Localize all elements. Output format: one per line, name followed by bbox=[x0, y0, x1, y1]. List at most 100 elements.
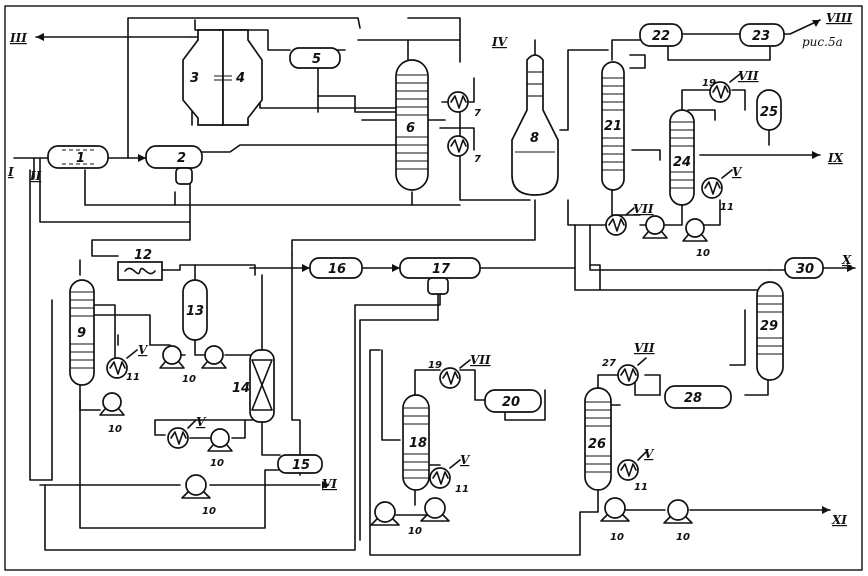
svg-text:10: 10 bbox=[696, 248, 710, 259]
unit-18-label: 18 bbox=[409, 436, 427, 451]
unit-2-label: 2 bbox=[177, 151, 186, 166]
svg-text:10: 10 bbox=[108, 424, 122, 435]
stream-ix-label: IX bbox=[827, 151, 844, 165]
unit-6-column: 6 bbox=[395, 59, 429, 191]
unit-17-label: 17 bbox=[432, 262, 451, 277]
unit-20-label: 20 bbox=[502, 395, 520, 410]
unit-9-column: 9 bbox=[69, 279, 95, 386]
figure-caption: рис.5а bbox=[802, 35, 843, 49]
unit-7-exchangers: 7 7 bbox=[447, 91, 481, 165]
unit-20-vessel: 20 bbox=[484, 389, 542, 413]
unit-23-vessel: 23 bbox=[739, 23, 785, 47]
stream-v-label-d: V bbox=[644, 447, 655, 461]
unit-3-4-reactors: 3 4 bbox=[182, 29, 263, 126]
stream-vii-label-b: VII bbox=[738, 69, 759, 83]
stream-v-label-e: V bbox=[196, 415, 207, 429]
unit-11c-label: 11 bbox=[720, 202, 734, 213]
stream-viii-label: VIII bbox=[826, 11, 853, 25]
unit-13-vessel: 13 bbox=[182, 279, 208, 341]
stream-ii-label: II bbox=[29, 169, 42, 183]
unit-27-label: 27 bbox=[602, 358, 616, 369]
unit-19-condenser-b: VII 19 bbox=[702, 69, 759, 103]
heat-exchanger-near-14: V bbox=[167, 415, 207, 449]
unit-14-packed-reactor: 14 bbox=[232, 349, 275, 423]
stream-iii-label: III bbox=[9, 31, 27, 45]
unit-5-vessel: 5 bbox=[289, 47, 341, 69]
stream-vii-label-a: VII bbox=[470, 353, 491, 367]
unit-29-label: 29 bbox=[760, 319, 778, 334]
unit-26-column: 26 bbox=[584, 387, 612, 491]
unit-11-reboiler-b: V 11 bbox=[429, 453, 471, 495]
stream-vii-label-d: VII bbox=[634, 341, 655, 355]
unit-4-label: 4 bbox=[235, 71, 245, 86]
svg-text:10: 10 bbox=[408, 526, 422, 537]
unit-2-vessel: 2 bbox=[145, 145, 203, 185]
unit-11a-label: 11 bbox=[126, 372, 140, 383]
unit-11b-label: 11 bbox=[455, 484, 469, 495]
unit-24-column: 24 bbox=[669, 109, 695, 206]
unit-26-label: 26 bbox=[588, 437, 606, 452]
pump-10-g: 10 bbox=[408, 497, 450, 537]
unit-15-label: 15 bbox=[292, 458, 310, 473]
unit-25-vessel: 25 bbox=[756, 89, 782, 146]
unit-25-label: 25 bbox=[760, 105, 778, 120]
unit-11d-label: 11 bbox=[634, 482, 648, 493]
unit-21-column: 21 bbox=[601, 61, 625, 191]
stream-v-label-c: V bbox=[732, 165, 743, 179]
unit-30-label: 30 bbox=[796, 262, 814, 277]
unit-16-label: 16 bbox=[328, 262, 346, 277]
svg-text:10: 10 bbox=[610, 532, 624, 543]
svg-text:10: 10 bbox=[202, 506, 216, 517]
unit-12-air-cooler: 12 bbox=[117, 248, 163, 281]
svg-text:10: 10 bbox=[676, 532, 690, 543]
unit-12-label: 12 bbox=[134, 248, 152, 263]
unit-21-label: 21 bbox=[604, 119, 622, 134]
unit-18-column: 18 bbox=[402, 394, 430, 491]
pump-10-i: 10 bbox=[682, 218, 710, 259]
stream-xi-label: XI bbox=[831, 513, 847, 527]
unit-22-label: 22 bbox=[652, 29, 670, 44]
stream-iv-label: IV bbox=[491, 35, 509, 49]
unit-5-label: 5 bbox=[312, 52, 321, 67]
pump-10-d: 10 bbox=[207, 428, 233, 469]
unit-7b-label: 7 bbox=[474, 154, 481, 165]
unit-17-vessel: 17 bbox=[399, 257, 481, 295]
pumps: 10 10 10 10 10 10 10 10 bbox=[99, 215, 710, 543]
unit-1-separator: 1 bbox=[47, 145, 109, 169]
unit-27-condenser: VII 27 bbox=[602, 341, 655, 386]
pump-10-f bbox=[370, 501, 400, 526]
unit-11-reboiler-a: V 11 bbox=[106, 343, 149, 383]
unit-19a-label: 19 bbox=[428, 360, 442, 371]
svg-text:10: 10 bbox=[210, 458, 224, 469]
pump-10-k: 10 bbox=[663, 499, 693, 543]
unit-22-vessel: 22 bbox=[639, 23, 683, 47]
unit-13-label: 13 bbox=[186, 304, 204, 319]
unit-11-reboiler-c: V 11 bbox=[701, 165, 743, 213]
unit-28-label: 28 bbox=[684, 391, 702, 406]
unit-15-vessel: 15 bbox=[277, 454, 323, 474]
stream-vi-label: VI bbox=[322, 477, 337, 491]
unit-29-column: 29 bbox=[756, 281, 784, 381]
unit-19b-label: 19 bbox=[702, 78, 716, 89]
pump-10-h bbox=[642, 215, 668, 239]
pump-10-j: 10 bbox=[600, 497, 630, 543]
unit-3-label: 3 bbox=[190, 71, 199, 86]
unit-9-label: 9 bbox=[77, 326, 86, 341]
unit-14-label: 14 bbox=[232, 381, 250, 396]
unit-28-vessel: 28 bbox=[664, 385, 732, 409]
pump-10-c: 10 bbox=[99, 392, 125, 435]
unit-23-label: 23 bbox=[752, 29, 770, 44]
unit-11-reboiler-d: V 11 bbox=[617, 447, 655, 493]
flow-arrows bbox=[36, 20, 855, 514]
unit-1-label: 1 bbox=[76, 151, 85, 166]
stream-i-label: I bbox=[7, 165, 14, 179]
unit-8-column: 8 bbox=[511, 54, 559, 196]
diagram-frame bbox=[4, 5, 863, 571]
stream-labels: I II III IV VI VIII IX X XI рис.5а bbox=[7, 11, 853, 527]
pump-10-b bbox=[201, 345, 227, 369]
unit-7a-label: 7 bbox=[474, 108, 481, 119]
unit-8-label: 8 bbox=[530, 131, 539, 146]
unit-16-vessel: 16 bbox=[309, 257, 363, 279]
stream-v-label-b: V bbox=[460, 453, 471, 467]
